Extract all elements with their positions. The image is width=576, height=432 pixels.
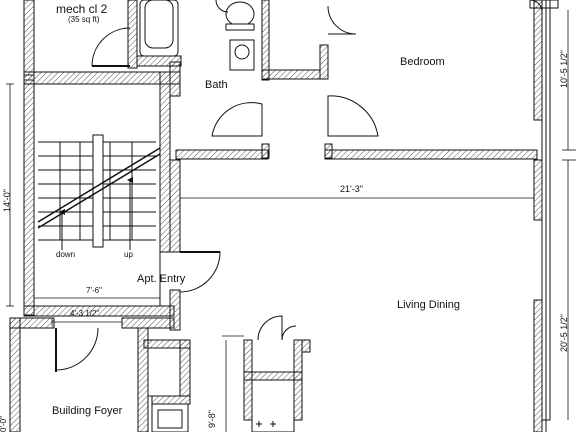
- room-label-living-dining: Living Dining: [397, 299, 460, 311]
- wall-foyer-left: [9, 317, 21, 432]
- wall-stair-right-stub: [169, 61, 181, 97]
- stair-label-up: up: [124, 250, 133, 259]
- stair: [33, 83, 161, 307]
- wall-bath-mid: [261, 69, 321, 80]
- closet-door-swing: [327, 5, 357, 35]
- wall-bath-right-upper: [261, 0, 270, 81]
- window-top: [529, 0, 559, 9]
- dimension-lines: [6, 10, 576, 432]
- walls: [9, 0, 543, 432]
- wall-bedroom-bottom: [324, 149, 538, 160]
- wall-stair-left: [23, 74, 35, 316]
- room-label-bath: Bath: [205, 79, 228, 91]
- counter-a: [147, 347, 181, 397]
- dimension-9-8: 9'-8": [207, 410, 217, 428]
- wall-exterior-right-3: [533, 299, 543, 432]
- wall-bedroom-left: [319, 44, 329, 80]
- wall-foyer-top-right: [121, 317, 175, 329]
- wall-wardrobe-stub: [301, 339, 311, 353]
- outlet-marks: [256, 421, 276, 427]
- dimension-14-0: 14'-0": [2, 189, 12, 212]
- dimension-4-3-half: 4'-3 1/2": [70, 309, 100, 318]
- wardrobe-door-swing: [257, 315, 283, 341]
- bedroom-door-swing: [327, 95, 379, 137]
- wall-tub: [136, 55, 182, 67]
- entry-door-swing: [179, 251, 221, 293]
- windows: [529, 0, 559, 432]
- wall-living-left: [169, 159, 181, 253]
- wall-bath-bottom: [175, 149, 269, 160]
- dimension-partial: 0'-0": [0, 416, 8, 432]
- room-area-mech: (35 sq ft): [68, 15, 100, 24]
- wall-stair-right: [159, 71, 171, 253]
- wall-stair-top: [23, 71, 181, 85]
- dimension-20-5-half: 20'-5 1/2": [559, 314, 569, 352]
- wall-closet-a-right: [179, 339, 191, 397]
- wall-closet-b-top: [151, 395, 191, 405]
- dimension-21-3: 21'-3": [340, 184, 363, 194]
- wall-mech-right: [127, 0, 138, 69]
- wall-exterior-right-1: [533, 0, 543, 121]
- wall-exterior-right-2: [533, 159, 543, 221]
- room-label-building-foyer: Building Foyer: [52, 405, 123, 417]
- room-label-mech: mech cl 2: [56, 2, 108, 16]
- foyer-door-swing: [55, 327, 99, 371]
- stair-label-down: down: [56, 250, 76, 259]
- wall-wardrobe-bottom: [243, 371, 303, 381]
- doors: [55, 0, 543, 372]
- wall-bedroom-bottom-stub: [324, 143, 333, 159]
- dimension-7-6: 7'-6": [86, 286, 102, 295]
- wall-mech-left: [23, 0, 35, 81]
- dimension-10-5-half: 10'-5 1/2": [559, 50, 569, 88]
- wall-bath-bottom-stub: [261, 143, 270, 159]
- toilet: [225, 1, 255, 27]
- room-label-bedroom: Bedroom: [400, 56, 445, 68]
- wall-entry-lower: [169, 289, 181, 331]
- room-label-apt-entry: Apt. Entry: [137, 273, 186, 285]
- bath-door-swing: [211, 102, 263, 137]
